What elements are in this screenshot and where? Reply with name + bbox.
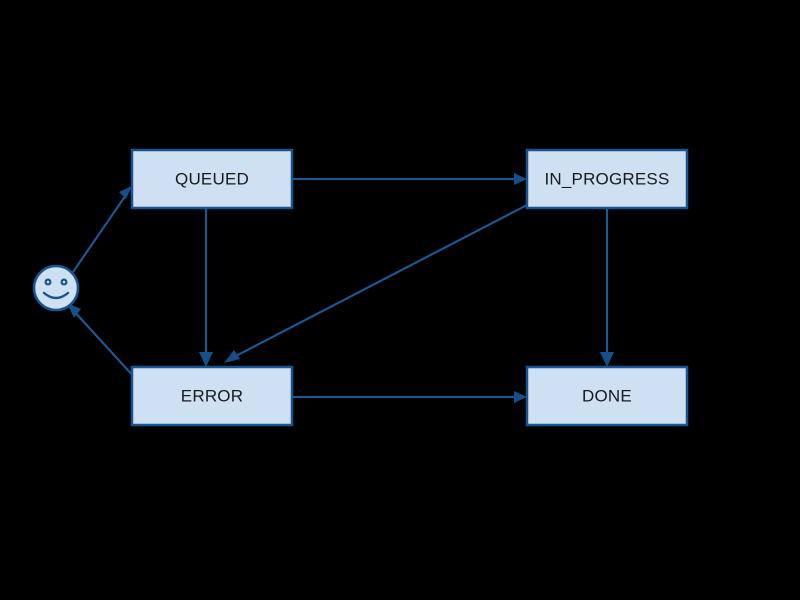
state-node-queued[interactable]: QUEUED	[130, 148, 294, 210]
edge-in-progress-to-done[interactable]	[600, 208, 614, 367]
edge-start-to-queued-arrowhead	[119, 186, 132, 199]
edge-in-progress-to-error-arrowhead	[224, 350, 240, 363]
smiley-right-eye-icon	[60, 278, 68, 286]
edge-in-progress-to-error-line	[231, 204, 528, 359]
edge-in-progress-to-done-arrowhead	[600, 352, 614, 367]
state-node-queued-label: QUEUED	[175, 169, 249, 188]
edge-error-to-start-arrowhead	[67, 303, 81, 318]
state-node-done-label: DONE	[582, 386, 632, 405]
edge-error-to-start-line	[71, 308, 136, 379]
state-node-error[interactable]: ERROR	[130, 365, 294, 427]
state-node-in-progress-label: IN_PROGRESS	[544, 169, 669, 188]
smiley-face-icon	[32, 264, 80, 312]
smiley-mouth-icon	[42, 291, 70, 300]
state-node-in-progress[interactable]: IN_PROGRESS	[525, 148, 689, 210]
state-node-queued-box	[130, 148, 294, 210]
edge-queued-to-error-arrowhead	[199, 352, 213, 367]
state-node-error-box	[130, 365, 294, 427]
edge-queued-to-in-progress-arrowhead	[514, 173, 527, 185]
state-node-in-progress-box	[525, 148, 689, 210]
start-node-smiley[interactable]	[32, 264, 80, 312]
edge-queued-to-error[interactable]	[199, 208, 213, 367]
state-node-done-box	[525, 365, 689, 427]
smiley-left-eye-icon	[44, 278, 52, 286]
state-node-error-label: ERROR	[181, 386, 243, 405]
edge-error-to-start[interactable]	[67, 303, 136, 379]
edge-error-to-done-arrowhead	[514, 391, 527, 403]
edge-queued-to-in-progress[interactable]	[292, 173, 527, 185]
edge-start-to-queued-line	[72, 191, 129, 273]
edge-start-to-queued[interactable]	[72, 186, 132, 273]
state-node-done[interactable]: DONE	[525, 365, 689, 427]
edge-in-progress-to-error[interactable]	[224, 204, 528, 363]
edge-error-to-done[interactable]	[292, 391, 527, 403]
